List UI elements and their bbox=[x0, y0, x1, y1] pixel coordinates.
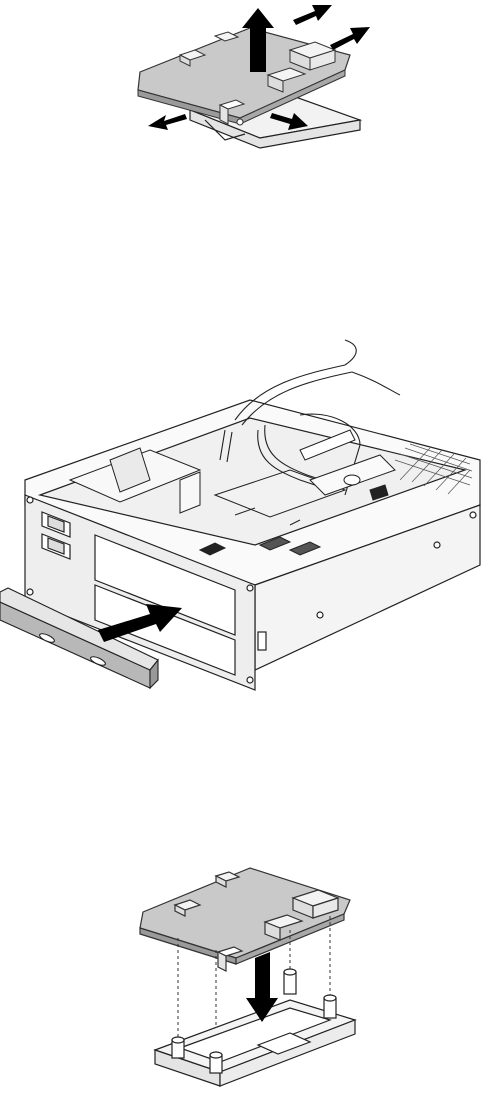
arrow-right-mid-icon bbox=[330, 27, 370, 50]
figure-install-bracket bbox=[0, 330, 489, 710]
card-reader-board bbox=[140, 868, 350, 971]
arrow-left-icon bbox=[148, 114, 187, 130]
arrow-right-top-icon bbox=[293, 5, 332, 25]
figure-remove-card-reader bbox=[0, 0, 489, 160]
figure-install-card-reader bbox=[0, 840, 489, 1099]
